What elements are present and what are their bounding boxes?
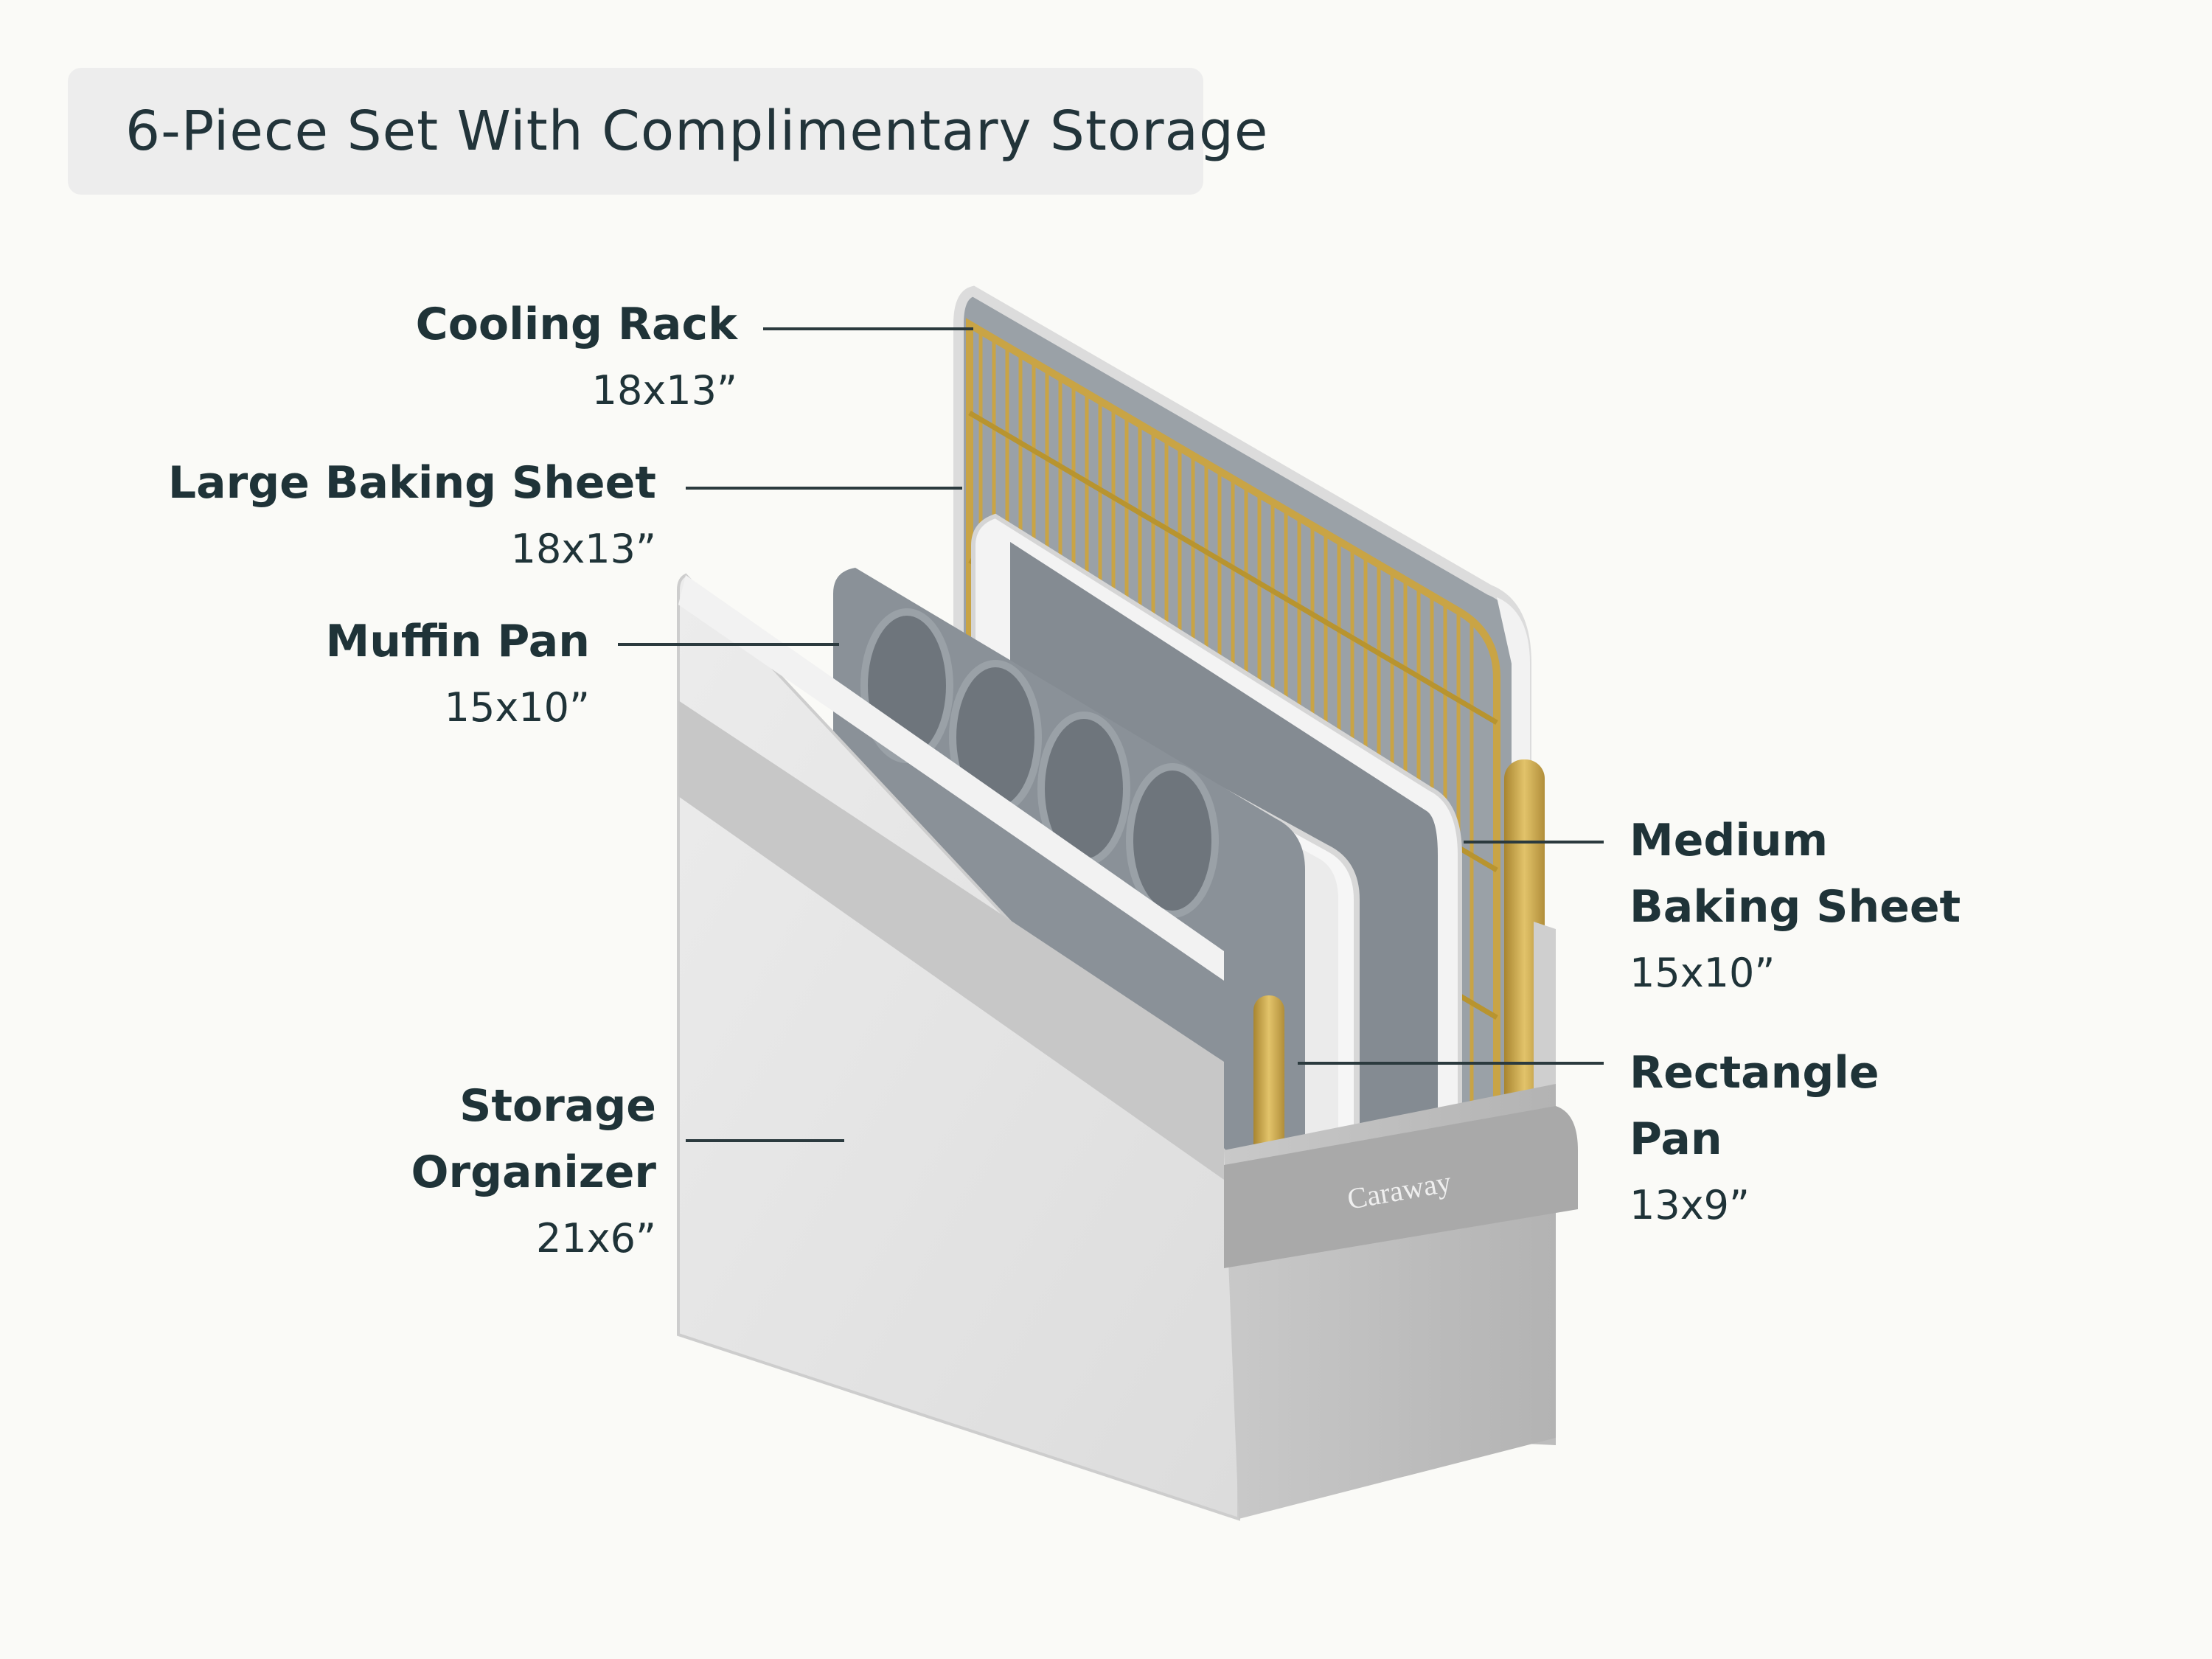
label-name-line1: Storage bbox=[459, 1080, 656, 1132]
label-name-line1: Medium bbox=[1630, 815, 1829, 866]
label-name: Large Baking Sheet bbox=[167, 457, 656, 509]
label-muffin-pan: Muffin Pan 15x10” bbox=[325, 608, 590, 741]
label-storage-organizer: Storage Organizer 21x6” bbox=[411, 1073, 656, 1272]
label-size: 15x10” bbox=[1630, 950, 1775, 996]
leader-line bbox=[686, 1139, 844, 1142]
label-name-line2: Organizer bbox=[411, 1147, 656, 1198]
label-name: Cooling Rack bbox=[415, 299, 737, 350]
label-size: 15x10” bbox=[444, 684, 590, 731]
label-size: 13x9” bbox=[1630, 1182, 1750, 1228]
label-name-line2: Baking Sheet bbox=[1630, 881, 1961, 933]
leader-line bbox=[618, 643, 839, 646]
label-name: Muffin Pan bbox=[325, 616, 590, 667]
label-rectangle-pan: Rectangle Pan 13x9” bbox=[1630, 1040, 1879, 1239]
rack-crossbar bbox=[968, 410, 1498, 726]
label-large-baking-sheet: Large Baking Sheet 18x13” bbox=[168, 450, 656, 582]
storage-organizer: Caraway bbox=[677, 573, 1578, 1521]
label-medium-baking-sheet: Medium Baking Sheet 15x10” bbox=[1630, 807, 1961, 1006]
leader-line bbox=[1298, 1062, 1604, 1065]
leader-line bbox=[686, 487, 962, 490]
label-cooling-rack: Cooling Rack 18x13” bbox=[416, 291, 737, 424]
label-size: 21x6” bbox=[535, 1215, 656, 1262]
label-size: 18x13” bbox=[510, 526, 656, 572]
label-name-line1: Rectangle bbox=[1630, 1047, 1879, 1099]
rack-frame bbox=[966, 318, 1500, 1260]
leader-line bbox=[763, 327, 973, 330]
page-title: 6-Piece Set With Complimentary Storage bbox=[125, 100, 1269, 163]
leader-line bbox=[1464, 841, 1604, 844]
title-badge: 6-Piece Set With Complimentary Storage bbox=[68, 68, 1267, 195]
label-name-line2: Pan bbox=[1630, 1113, 1722, 1165]
label-size: 18x13” bbox=[591, 367, 737, 414]
